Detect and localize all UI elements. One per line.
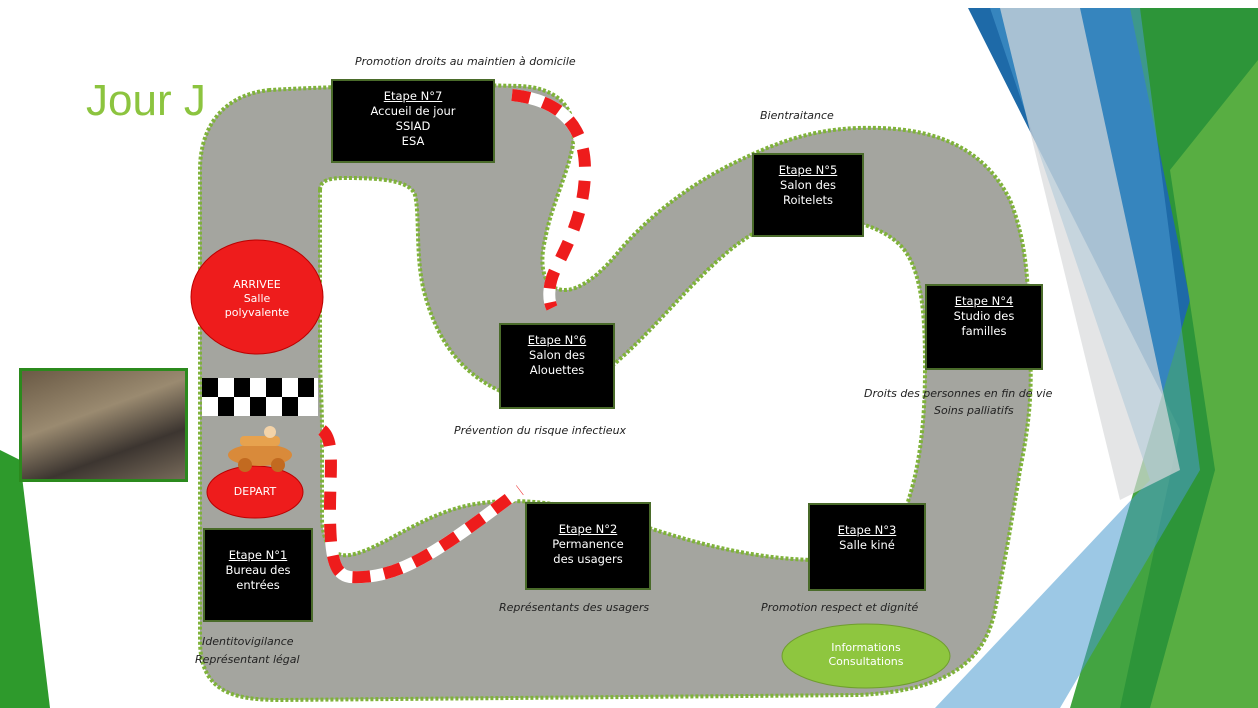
- stage-7-line-1: Accueil de jour: [370, 104, 456, 118]
- stage-5-line-1: Salon des: [780, 178, 836, 192]
- note-identitovigilance: Identitovigilance: [202, 635, 294, 648]
- informations-label: Informations Consultations: [784, 641, 948, 669]
- stage-4-line-2: familles: [961, 324, 1007, 338]
- note-representant-legal: Représentant légal: [195, 653, 300, 666]
- note-promotion-droits: Promotion droits au maintien à domicile: [355, 55, 576, 68]
- stage-5-box: Etape N°5 Salon des Roitelets: [752, 153, 864, 237]
- stage-6-line-2: Alouettes: [529, 363, 585, 377]
- stage-7-line-2: SSIAD: [395, 119, 431, 133]
- informations-oval: [781, 623, 951, 689]
- note-promotion-respect: Promotion respect et dignité: [761, 601, 919, 614]
- stage-6-line-1: Salon des: [529, 348, 585, 362]
- race-track: [198, 83, 1033, 703]
- stage-1-heading: Etape N°1: [228, 548, 288, 562]
- stage-3-line-1: Salle kiné: [839, 538, 895, 552]
- note-representants: Représentants des usagers: [499, 601, 650, 614]
- stage-4-line-1: Studio des: [953, 309, 1015, 323]
- note-soins-palliatifs: Soins palliatifs: [934, 404, 1014, 417]
- arrivee-circle: [190, 239, 324, 355]
- note-bientraitance: Bientraitance: [760, 109, 834, 122]
- stage-3-heading: Etape N°3: [837, 523, 897, 537]
- informations-line-1: Informations: [831, 641, 901, 654]
- stage-2-heading: Etape N°2: [558, 522, 618, 536]
- stage-7-line-3: ESA: [401, 134, 425, 148]
- note-droits-fin-vie: Droits des personnes en fin de vie: [864, 387, 1053, 400]
- stage-3-box: Etape N°3 Salle kiné: [808, 503, 926, 591]
- stage-1-box: Etape N°1 Bureau des entrées: [203, 528, 313, 622]
- stage-6-heading: Etape N°6: [527, 333, 587, 347]
- stage-5-line-2: Roitelets: [782, 193, 834, 207]
- stage-5-heading: Etape N°5: [778, 163, 838, 177]
- page-title: Jour J: [86, 76, 206, 125]
- arrivee-label: ARRIVEE Salle polyvalente: [195, 278, 319, 320]
- note-prevention: Prévention du risque infectieux: [454, 424, 627, 437]
- stage-1-line-2: entrées: [236, 578, 280, 592]
- checkered-flag-line: [202, 378, 318, 416]
- arrivee-line-1: ARRIVEE: [233, 278, 281, 291]
- stage-2-box: Etape N°2 Permanence des usagers: [525, 502, 651, 590]
- stage-7-heading: Etape N°7: [383, 89, 443, 103]
- cartoon-car-icon: [228, 426, 292, 472]
- stage-4-box: Etape N°4 Studio des familles: [925, 284, 1043, 370]
- stage-1-line-1: Bureau des: [225, 563, 291, 577]
- decorative-triangles: [0, 8, 1258, 708]
- stage-2-line-2: des usagers: [553, 552, 623, 566]
- arrivee-line-3: polyvalente: [224, 306, 290, 319]
- stage-2-line-1: Permanence: [552, 537, 624, 551]
- stage-7-box: Etape N°7 Accueil de jour SSIAD ESA: [331, 79, 495, 163]
- arrivee-line-2: Salle: [243, 292, 271, 305]
- stage-4-heading: Etape N°4: [954, 294, 1014, 308]
- informations-line-2: Consultations: [828, 655, 904, 668]
- depart-label: DEPART: [233, 485, 277, 498]
- depart-circle: [206, 465, 304, 519]
- stage-6-box: Etape N°6 Salon des Alouettes: [499, 323, 615, 409]
- room-photo: [19, 368, 188, 482]
